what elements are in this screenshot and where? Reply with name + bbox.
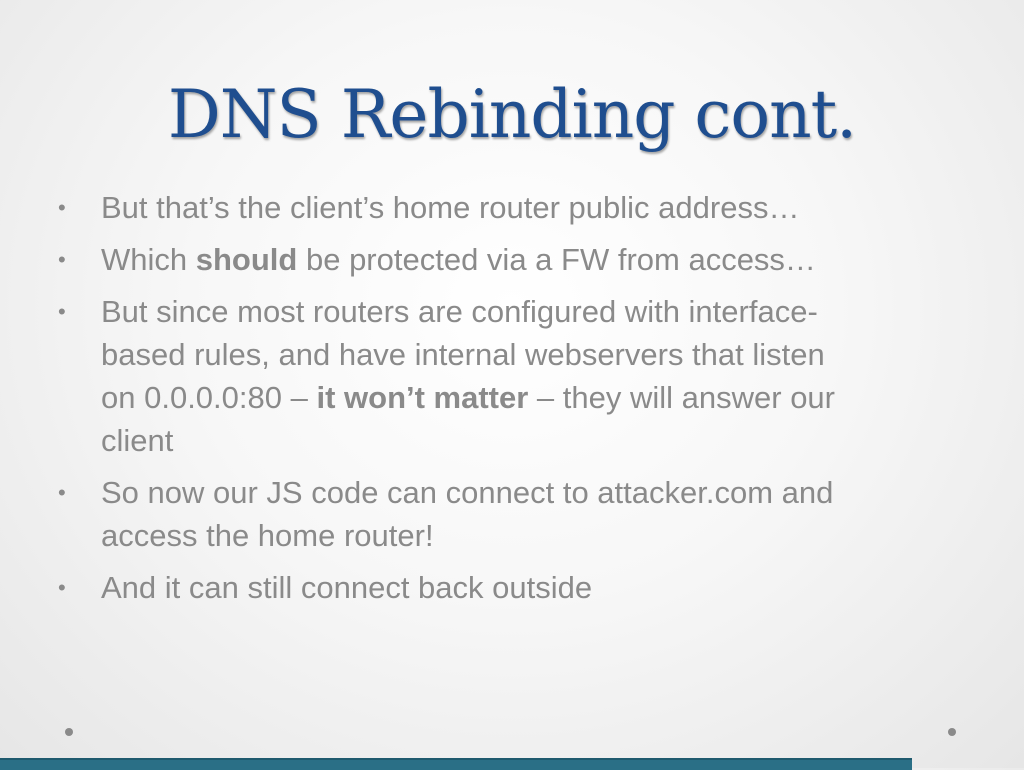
bullet-text-bold: it won’t matter [316,380,529,415]
bullet-text: – they will answer our client [101,380,835,458]
bullet-text: So now our JS code can connect to attack… [101,475,834,553]
bullet-text: But that’s the client’s home router publ… [101,190,800,225]
decorative-dot-right [948,728,956,736]
bullet-list: But that’s the client’s home router publ… [56,186,856,618]
bullet-item: And it can still connect back outside [56,566,856,609]
slide-title: DNS Rebinding cont. [167,76,857,153]
footer-bar [0,758,912,770]
bullet-item: But since most routers are configured wi… [56,290,856,462]
bullet-item: So now our JS code can connect to attack… [56,471,856,557]
bullet-text: be protected via a FW from access… [297,242,816,277]
bullet-item: But that’s the client’s home router publ… [56,186,856,229]
bullet-text: But since most routers are configured wi… [101,294,825,415]
bullet-item: Which should be protected via a FW from … [56,238,856,281]
bullet-text: Which [101,242,196,277]
decorative-dot-left [65,728,73,736]
bullet-text: And it can still connect back outside [101,570,593,605]
bullet-text-bold: should [195,242,298,277]
